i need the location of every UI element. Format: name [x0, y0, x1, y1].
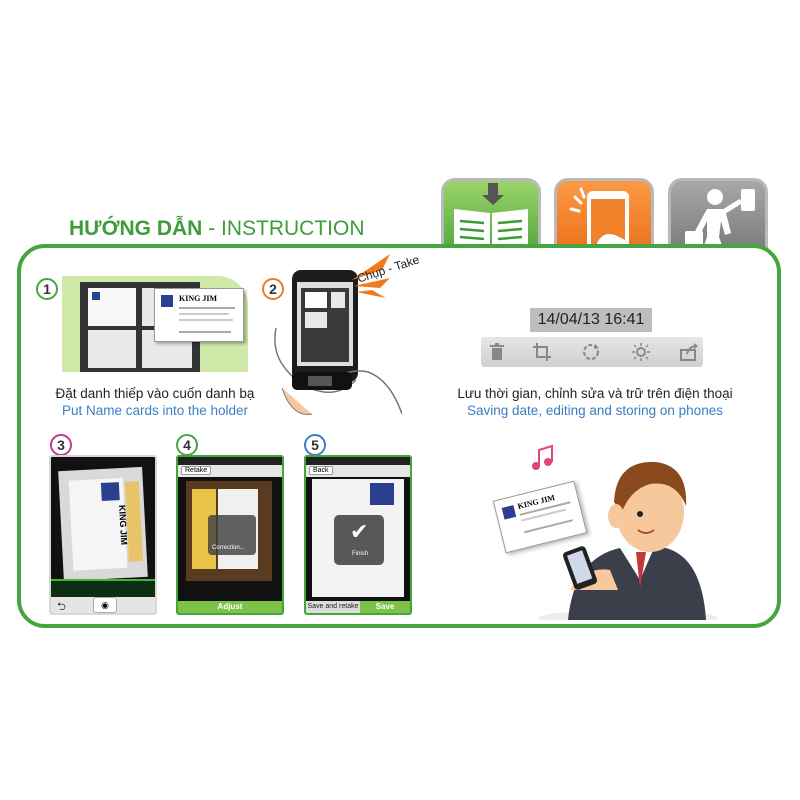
back-arrow-icon[interactable]: ⮌ [57, 601, 66, 613]
brightness-icon[interactable] [631, 342, 651, 362]
page-title: HƯỚNG DẪN - INSTRUCTION [63, 216, 371, 242]
correction-status: Correction... [212, 545, 245, 551]
share-icon[interactable] [679, 342, 699, 362]
finish-status: Finish [352, 551, 369, 557]
title-en: INSTRUCTION [221, 217, 365, 240]
business-card: KING JIM [154, 288, 244, 342]
step-1-caption: Đặt danh thiếp vào cuốn danh bạ Put Name… [40, 386, 270, 418]
title-vi: HƯỚNG DẪN [69, 217, 203, 240]
checkmark-icon: ✔ [350, 519, 369, 544]
shutter-burst-icon [352, 254, 390, 298]
step-3-number: 3 [50, 434, 72, 456]
right-caption-vi: Lưu thời gian, chỉnh sửa và trữ trên điệ… [457, 386, 733, 401]
step-1-caption-vi: Đặt danh thiếp vào cuốn danh bạ [55, 386, 255, 401]
person-using-phone-illustration [532, 444, 718, 620]
trash-icon[interactable] [487, 342, 507, 362]
save-button[interactable]: Save [360, 601, 410, 613]
step-4-number: 4 [176, 434, 198, 456]
step-1-illustration: KING JIM [62, 276, 248, 372]
music-note-icon [532, 444, 553, 470]
step-2-number: 2 [262, 278, 284, 300]
step-5-number: 5 [304, 434, 326, 456]
right-caption-en: Saving date, editing and storing on phon… [467, 403, 723, 418]
back-button[interactable]: Back [309, 466, 333, 475]
save-and-retake-button[interactable]: Save and retake [306, 601, 360, 613]
right-caption: Lưu thời gian, chỉnh sửa và trữ trên điệ… [430, 386, 760, 418]
title-separator: - [202, 217, 222, 240]
step-4-screen: Retake Correction... Adjust [176, 455, 284, 615]
step-3-screen: KING JIM ⮌ ◉ [49, 455, 157, 615]
step-2-phone [292, 270, 358, 382]
crop-icon[interactable] [532, 342, 552, 362]
step-5-screen: Back ✔ Finish Save and retake Save [304, 455, 412, 615]
edit-toolbar [481, 337, 703, 367]
card-brand: KING JIM [179, 294, 217, 303]
adjust-button[interactable]: Adjust [178, 601, 282, 613]
hand-outline-icon [274, 327, 402, 415]
step-1-number: 1 [36, 278, 58, 300]
camera-shutter-icon[interactable]: ◉ [93, 597, 117, 613]
step-1-caption-en: Put Name cards into the holder [61, 403, 249, 418]
retake-button[interactable]: Retake [181, 466, 212, 475]
datetime-display: 14/04/13 16:41 [530, 308, 652, 332]
rotate-icon[interactable] [581, 342, 601, 362]
